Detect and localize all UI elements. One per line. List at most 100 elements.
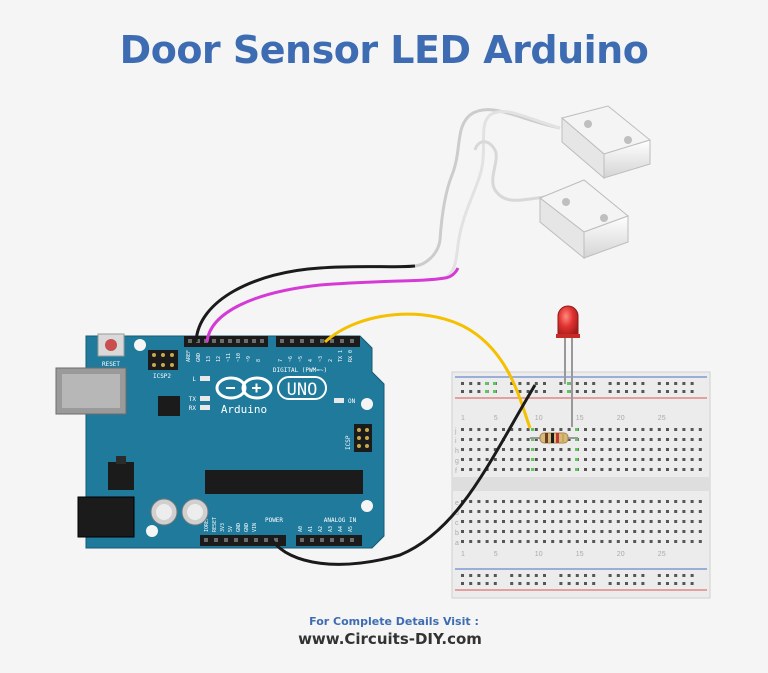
pin-label: A0: [298, 526, 304, 532]
breadboard-hole: [493, 520, 497, 523]
breadboard-hole: [641, 438, 645, 441]
pin-label: ~10: [236, 353, 242, 362]
breadboard-hole: [510, 468, 514, 471]
breadboard-hole: [616, 458, 620, 461]
breadboard-hole: [567, 530, 571, 533]
reed-screw-hole: [584, 120, 592, 128]
breadboard-hole: [534, 438, 538, 441]
header-pin: [340, 538, 344, 542]
diagram-title: Door Sensor LED Arduino: [119, 28, 649, 72]
breadboard-row-letter: j: [454, 428, 457, 435]
breadboard-hole: [485, 428, 489, 431]
rail-hole: [625, 574, 628, 577]
breadboard-hole: [641, 468, 645, 471]
breadboard-hole: [510, 458, 514, 461]
breadboard-hole: [493, 458, 497, 461]
breadboard-hole: [502, 448, 505, 451]
sensor-cable-white-b: [444, 109, 561, 280]
rail-hole: [616, 582, 620, 585]
rail-hole: [584, 382, 587, 385]
breadboard-hole: [608, 510, 612, 513]
rail-hole: [657, 574, 661, 577]
breadboard-hole: [674, 468, 678, 471]
header-pin: [320, 538, 324, 542]
rail-hole: [633, 382, 637, 385]
pin-label: 12: [216, 356, 222, 362]
capacitor-top: [187, 504, 203, 520]
rail-hole: [477, 382, 481, 385]
breadboard-hole: [616, 520, 620, 523]
breadboard-hole: [690, 530, 694, 533]
arduino-uno-board: UNO Arduino RESET ICSP2 L TX RX ON DIGIT…: [55, 333, 385, 549]
pin-label: ~5: [298, 356, 304, 362]
arduino-logo-icon: [215, 376, 273, 400]
breadboard-hole: [575, 540, 579, 543]
yellow-wire-pin2-resistor: [323, 312, 532, 429]
pin-label: 2: [328, 359, 334, 362]
breadboard-hole: [616, 438, 620, 441]
resistor-band: [562, 433, 564, 443]
rail-hole: [616, 390, 620, 393]
rail-hole: [682, 390, 686, 393]
pin-label: 13: [206, 356, 212, 362]
rail-hole: [657, 382, 661, 385]
breadboard-hole: [657, 520, 661, 523]
rail-hole: [567, 574, 571, 577]
reset-button-cap[interactable]: [105, 339, 117, 351]
breadboard-hole: [666, 438, 669, 441]
rail-hole: [543, 582, 546, 585]
footer-url[interactable]: www.Circuits-DIY.com: [298, 630, 482, 648]
breadboard-hole: [633, 530, 637, 533]
breadboard-hole: [616, 510, 620, 513]
breadboard-hole: [690, 468, 694, 471]
breadboard-hole: [485, 520, 489, 523]
rail-hole: [674, 382, 678, 385]
breadboard-row-letter: d: [455, 510, 459, 517]
breadboard-hole: [543, 540, 546, 543]
header-pin: [330, 339, 334, 343]
breadboard-hole: [461, 468, 464, 471]
rail-hole: [534, 574, 538, 577]
breadboard-hole: [559, 458, 563, 461]
breadboard-hole: [608, 520, 612, 523]
footer-label: For Complete Details Visit :: [309, 615, 479, 628]
breadboard-hole: [592, 520, 596, 523]
breadboard-row-letter: a: [455, 540, 459, 547]
breadboard-hole: [551, 428, 555, 431]
breadboard-hole: [625, 540, 628, 543]
breadboard-hole: [559, 530, 563, 533]
power-jack: [77, 496, 135, 538]
breadboard-hole: [674, 520, 678, 523]
l-label: L: [192, 376, 196, 383]
header-pin: [310, 538, 314, 542]
breadboard-row-letter: f: [455, 468, 457, 475]
breadboard-hole: [526, 458, 530, 461]
header-pin: [290, 339, 294, 343]
breadboard-hole: [608, 530, 612, 533]
header-pin: [254, 538, 258, 542]
breadboard-hole: [551, 500, 555, 503]
breadboard-hole: [641, 448, 645, 451]
breadboard-hole: [559, 448, 563, 451]
icsp-label: ICSP: [345, 435, 352, 450]
breadboard-hole: [592, 468, 596, 471]
red-led-icon: [557, 305, 579, 337]
breadboard-hole: [592, 500, 596, 503]
pin-label: A3: [328, 526, 334, 532]
breadboard-hole: [649, 458, 653, 461]
board-pcb: [85, 335, 385, 549]
header-pin: [204, 538, 208, 542]
rail-hole: [485, 574, 489, 577]
breadboard-hole: [477, 458, 481, 461]
pin-label: ~9: [246, 356, 252, 362]
breadboard-hole: [649, 520, 653, 523]
rail-hole: [526, 574, 530, 577]
rail-hole: [518, 574, 522, 577]
breadboard-hole: [526, 428, 530, 431]
header-pin: [188, 339, 192, 343]
breadboard-hole: [485, 448, 489, 451]
rail-hole: [575, 574, 579, 577]
header-pin: [236, 339, 240, 343]
breadboard-hole: [469, 520, 473, 523]
pin-label: 3V3: [220, 523, 226, 532]
